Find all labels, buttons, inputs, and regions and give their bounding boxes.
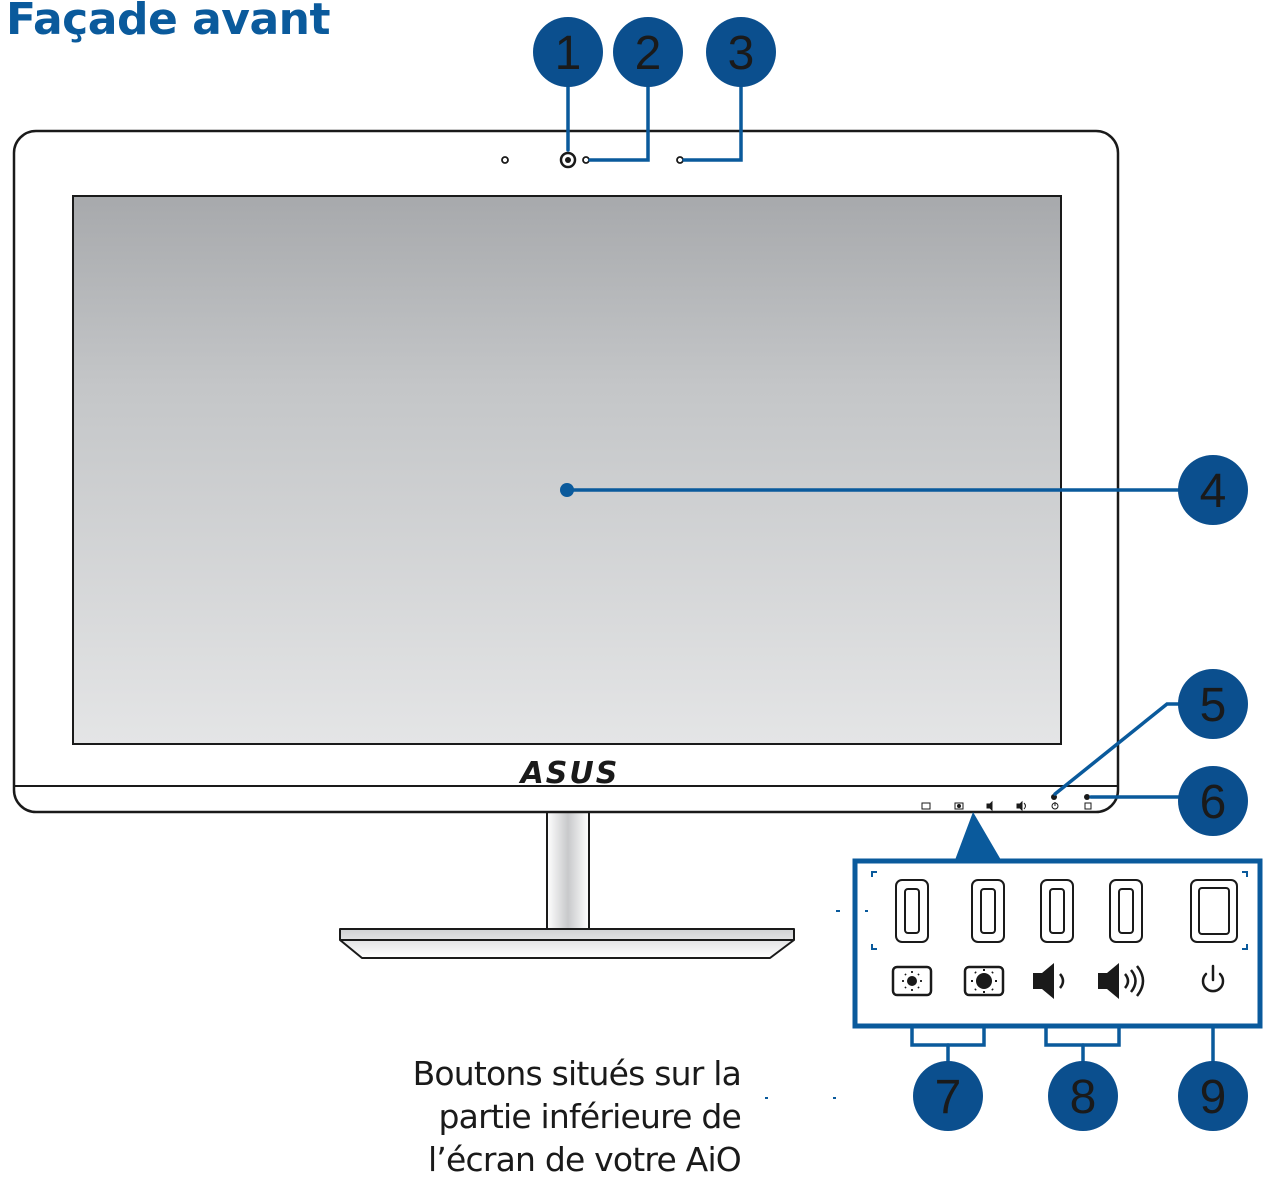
callout-6: 6 xyxy=(1178,766,1248,836)
callout-9: 9 xyxy=(1178,1061,1248,1131)
callout-leader-lines xyxy=(565,68,1215,1072)
callout-circle xyxy=(533,17,603,87)
callout-number: 2 xyxy=(635,27,662,80)
callout-5: 5 xyxy=(1178,669,1248,739)
stand-base xyxy=(339,928,795,959)
physical-buttons xyxy=(895,879,1238,943)
callout-circle xyxy=(1048,1061,1118,1131)
caption-line: partie inférieure de xyxy=(438,1097,742,1136)
callout-circle xyxy=(1178,455,1248,525)
power-icon xyxy=(1201,964,1225,993)
asus-logo: ASUS xyxy=(519,756,620,791)
callout-number: 7 xyxy=(935,1071,962,1124)
brightness-up-icon xyxy=(963,965,1005,997)
volume-down-icon xyxy=(1033,963,1065,999)
callout-2: 2 xyxy=(613,17,683,87)
webcam-led-dot xyxy=(582,156,590,164)
callout-number: 6 xyxy=(1200,776,1227,829)
caption-line: l’écran de votre AiO xyxy=(427,1140,742,1179)
stand-neck xyxy=(546,811,590,931)
callout-circle xyxy=(1178,669,1248,739)
microphone-right-dot xyxy=(676,156,684,164)
microphone-left-dot xyxy=(501,156,509,164)
callout-number: 1 xyxy=(555,27,582,80)
callout-circle xyxy=(613,17,683,87)
callout-7: 7 xyxy=(913,1061,983,1131)
callout-number: 9 xyxy=(1200,1071,1227,1124)
volume-up-icon xyxy=(1098,963,1145,999)
brightness-down-icon xyxy=(891,965,933,997)
callout-circle xyxy=(1178,1061,1248,1131)
chin-button-glyphs xyxy=(921,800,1092,812)
callout-circle xyxy=(706,17,776,87)
callout-circle xyxy=(913,1061,983,1131)
caption-line: Boutons situés sur la xyxy=(412,1054,742,1093)
display-screen xyxy=(72,195,1062,745)
callout-4: 4 xyxy=(1178,455,1248,525)
panel-pointer xyxy=(955,812,1001,860)
callout-number: 5 xyxy=(1200,679,1227,732)
callout-number: 4 xyxy=(1200,465,1227,518)
callout-circle xyxy=(1178,766,1248,836)
callout-8: 8 xyxy=(1048,1061,1118,1131)
buttons-caption: Boutons situés sur la partie inférieure … xyxy=(381,1052,742,1181)
page-title: Façade avant xyxy=(6,0,331,45)
callout-1: 1 xyxy=(533,17,603,87)
callout-3: 3 xyxy=(706,17,776,87)
callout-number: 3 xyxy=(728,27,755,80)
hdd-led-dot xyxy=(1084,794,1090,800)
callout-number: 8 xyxy=(1070,1071,1097,1124)
